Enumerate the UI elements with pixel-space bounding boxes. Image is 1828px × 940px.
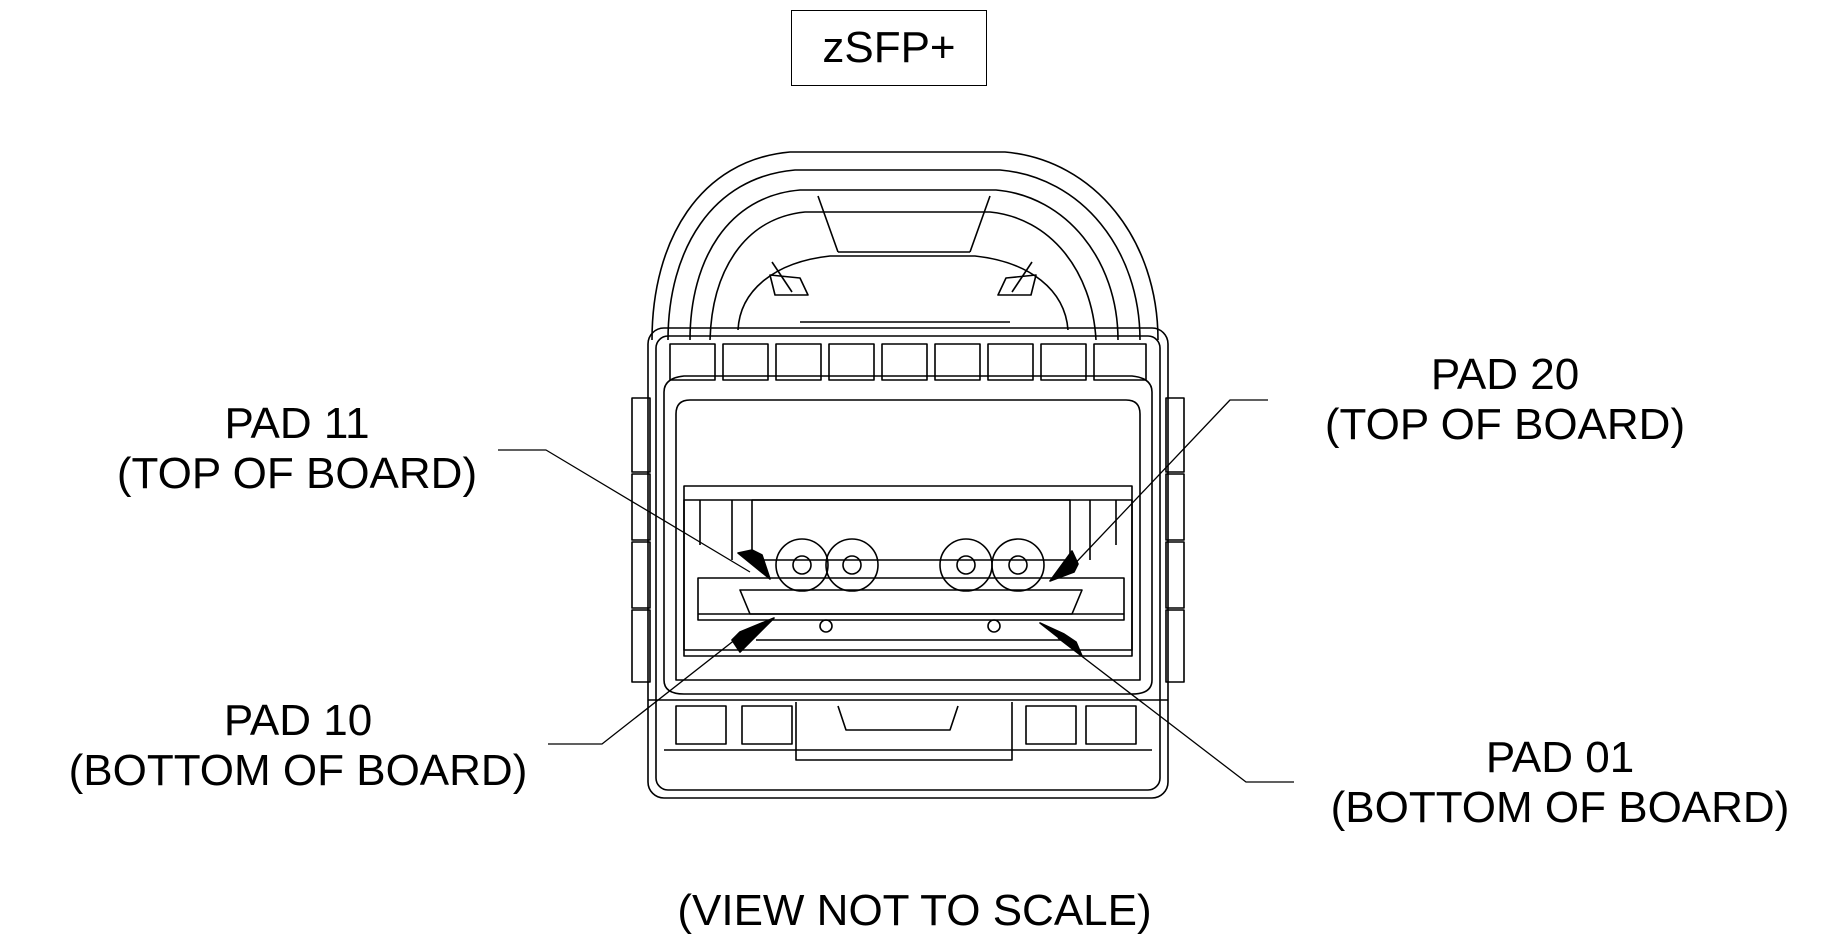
callout-pad10-note: (BOTTOM OF BOARD)	[68, 746, 528, 795]
leader-pad10	[548, 627, 751, 745]
scale-note: (VIEW NOT TO SCALE)	[677, 886, 1152, 935]
fiber-ports	[775, 538, 1045, 592]
host-board	[697, 577, 1125, 641]
callout-pad01: PAD 01 (BOTTOM OF BOARD)	[1310, 733, 1810, 833]
leader-lines	[498, 399, 1294, 783]
callout-pad11-note: (TOP OF BOARD)	[116, 449, 478, 498]
callout-pad01-name: PAD 01	[1485, 733, 1635, 782]
callout-pad11: PAD 11 (TOP OF BOARD)	[92, 399, 502, 499]
leader-pad01	[1057, 637, 1294, 783]
callout-pad10-name: PAD 10	[223, 696, 373, 745]
arrow-pad01	[1039, 622, 1083, 657]
callout-pad01-note: (BOTTOM OF BOARD)	[1330, 783, 1790, 832]
title-box: zSFP+	[791, 10, 987, 86]
arrow-pad11	[737, 549, 771, 580]
callout-pad11-name: PAD 11	[224, 399, 370, 448]
diagram-title: zSFP+	[822, 23, 956, 72]
top-cells	[669, 343, 1147, 381]
cage-body	[631, 327, 1185, 799]
callout-pad10: PAD 10 (BOTTOM OF BOARD)	[48, 696, 548, 796]
latch-handle	[651, 151, 1159, 341]
bottom-cells	[648, 699, 1168, 761]
arrowheads	[731, 549, 1083, 657]
arrow-pad10	[731, 617, 775, 653]
callout-pad20-name: PAD 20	[1430, 350, 1580, 399]
inner-housing	[663, 375, 1153, 695]
leader-pad11	[498, 449, 751, 573]
arrow-pad20	[1049, 550, 1079, 582]
callout-pad20: PAD 20 (TOP OF BOARD)	[1295, 350, 1715, 450]
leader-pad20	[1065, 399, 1268, 574]
callout-pad20-note: (TOP OF BOARD)	[1324, 400, 1686, 449]
